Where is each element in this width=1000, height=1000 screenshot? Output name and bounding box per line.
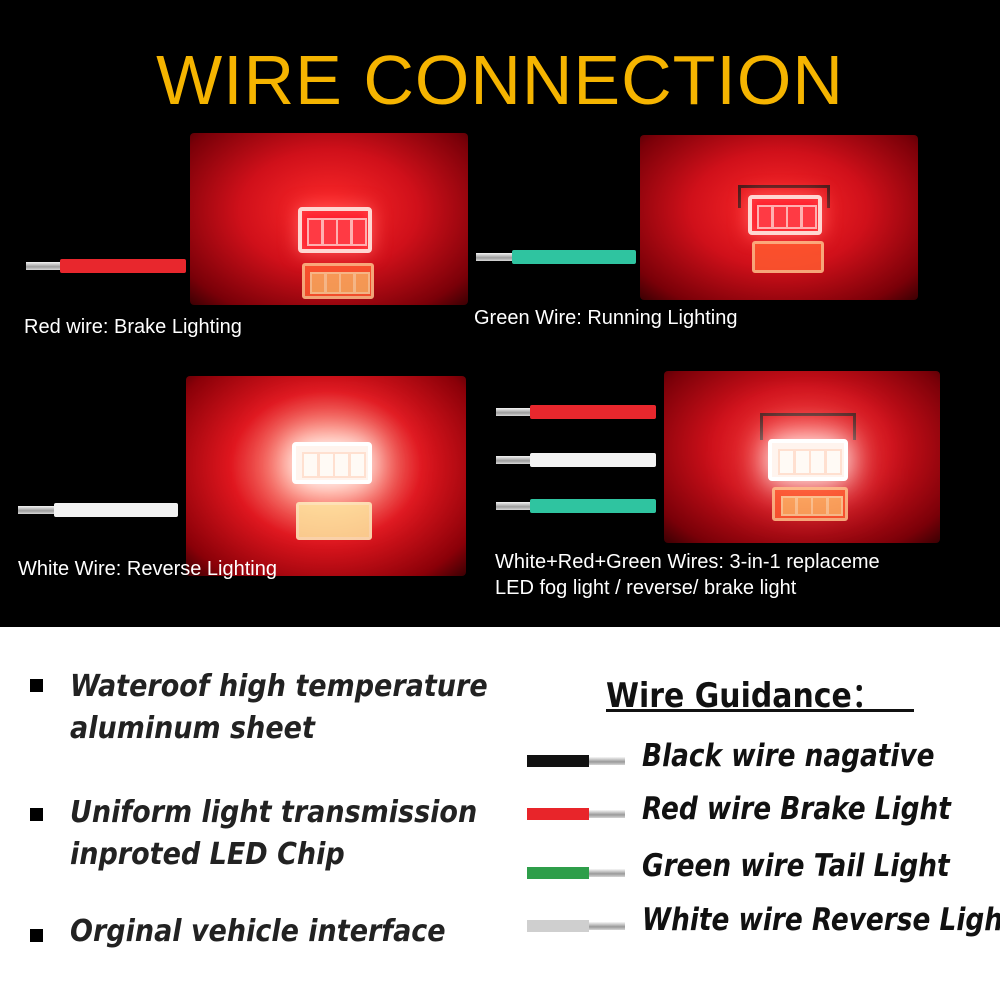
white-wire [18,503,178,517]
combo-white-wire [496,453,656,467]
reverse-light-photo [186,376,466,576]
running-light-photo [640,135,918,300]
lamp-housing [292,442,372,484]
lamp-reflection [302,263,374,299]
three-in-one-photo [664,371,940,543]
guidance-white: White wire Reverse Light [642,902,1000,938]
red-wire [26,259,186,273]
lamp-housing [298,207,372,253]
feature-line: Uniform light transmission [70,795,478,830]
feature-line: aluminum sheet [70,711,315,746]
combo-green-wire [496,499,656,513]
brake-light-photo [190,133,468,305]
black-wire-swatch [527,755,627,767]
white-wire-swatch [527,920,627,932]
green-wire [476,250,636,264]
red-wire-swatch [527,808,627,820]
caption-combo-line1: White+Red+Green Wires: 3-in-1 replaceme [495,551,880,573]
combo-red-wire [496,405,656,419]
lamp-housing [748,195,822,235]
lamp-reflection [772,487,848,521]
green-wire-swatch [527,867,627,879]
caption-combo-line2: LED fog light / reverse/ brake light [495,577,797,599]
bullet-icon [30,679,43,692]
lamp-reflection [752,241,824,273]
guidance-green: Green wire Tail Light [642,848,950,884]
feature-original-interface: Orginal vehicle interface [70,911,446,953]
feature-uniform-light: Uniform light transmission inproted LED … [70,792,477,876]
red-wire-insulation [60,259,186,273]
title-underline [606,709,914,712]
guidance-red: Red wire Brake Light [642,791,951,827]
bullet-icon [30,808,43,821]
bullet-icon [30,929,43,942]
feature-line: Orginal vehicle interface [70,914,446,949]
feature-waterproof: Wateroof high temperature aluminum sheet [70,666,488,750]
lamp-housing [768,439,848,481]
caption-white-wire: White Wire: Reverse Lighting [18,558,277,580]
guidance-black: Black wire nagative [642,738,935,774]
caption-red-wire: Red wire: Brake Lighting [24,316,242,338]
feature-line: Wateroof high temperature [70,669,488,704]
lamp-reflection [296,502,372,540]
white-wire-insulation [54,503,178,517]
caption-green-wire: Green Wire: Running Lighting [474,307,738,329]
feature-line: inproted LED Chip [70,837,345,872]
wire-connection-panel: WIRE CONNECTION Red wire: Brake Lighting… [0,0,1000,627]
page-title: WIRE CONNECTION [156,41,844,119]
green-wire-insulation [512,250,636,264]
